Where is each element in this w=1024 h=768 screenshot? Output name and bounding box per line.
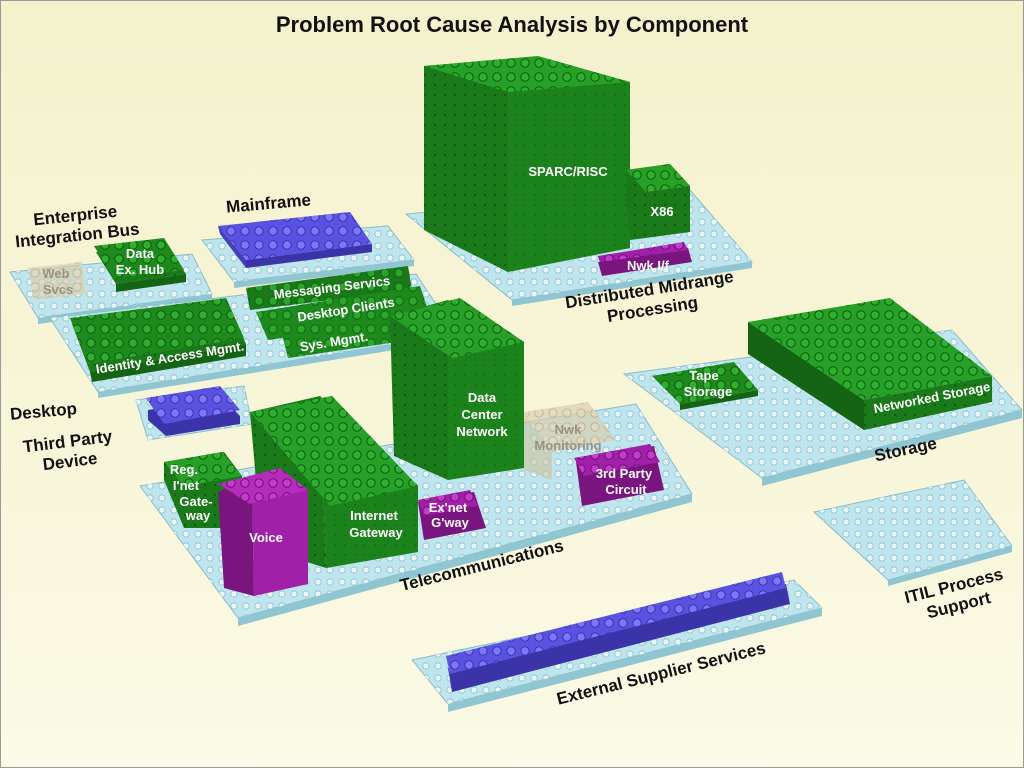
block-networked-storage: Networked Storage — [748, 298, 992, 430]
label-voice: Voice — [249, 530, 283, 545]
block-x86: X86 — [626, 164, 690, 240]
block-messaging: Messaging Servics — [246, 266, 412, 310]
block-desktop-clients: Desktop Clients — [256, 286, 430, 340]
block-sys-mgmt: Sys. Mgmt. — [282, 318, 396, 358]
block-voice: Voice — [218, 468, 308, 596]
label-sparc-risc: SPARC/RISC — [528, 164, 608, 179]
label-x86: X86 — [650, 204, 673, 219]
block-nwk-if: Nwk I/f — [598, 242, 692, 276]
block-identity: Identity & Access Mgmt. — [70, 298, 246, 382]
block-third-party-device — [146, 386, 240, 436]
page-title: Problem Root Cause Analysis by Component — [275, 12, 749, 37]
plate-itil — [812, 479, 1013, 586]
block-mainframe — [218, 212, 372, 268]
block-external-supplier — [446, 572, 790, 692]
label-nwk-if: Nwk I/f — [627, 258, 670, 273]
block-sparc-risc: SPARC/RISC — [424, 56, 630, 272]
